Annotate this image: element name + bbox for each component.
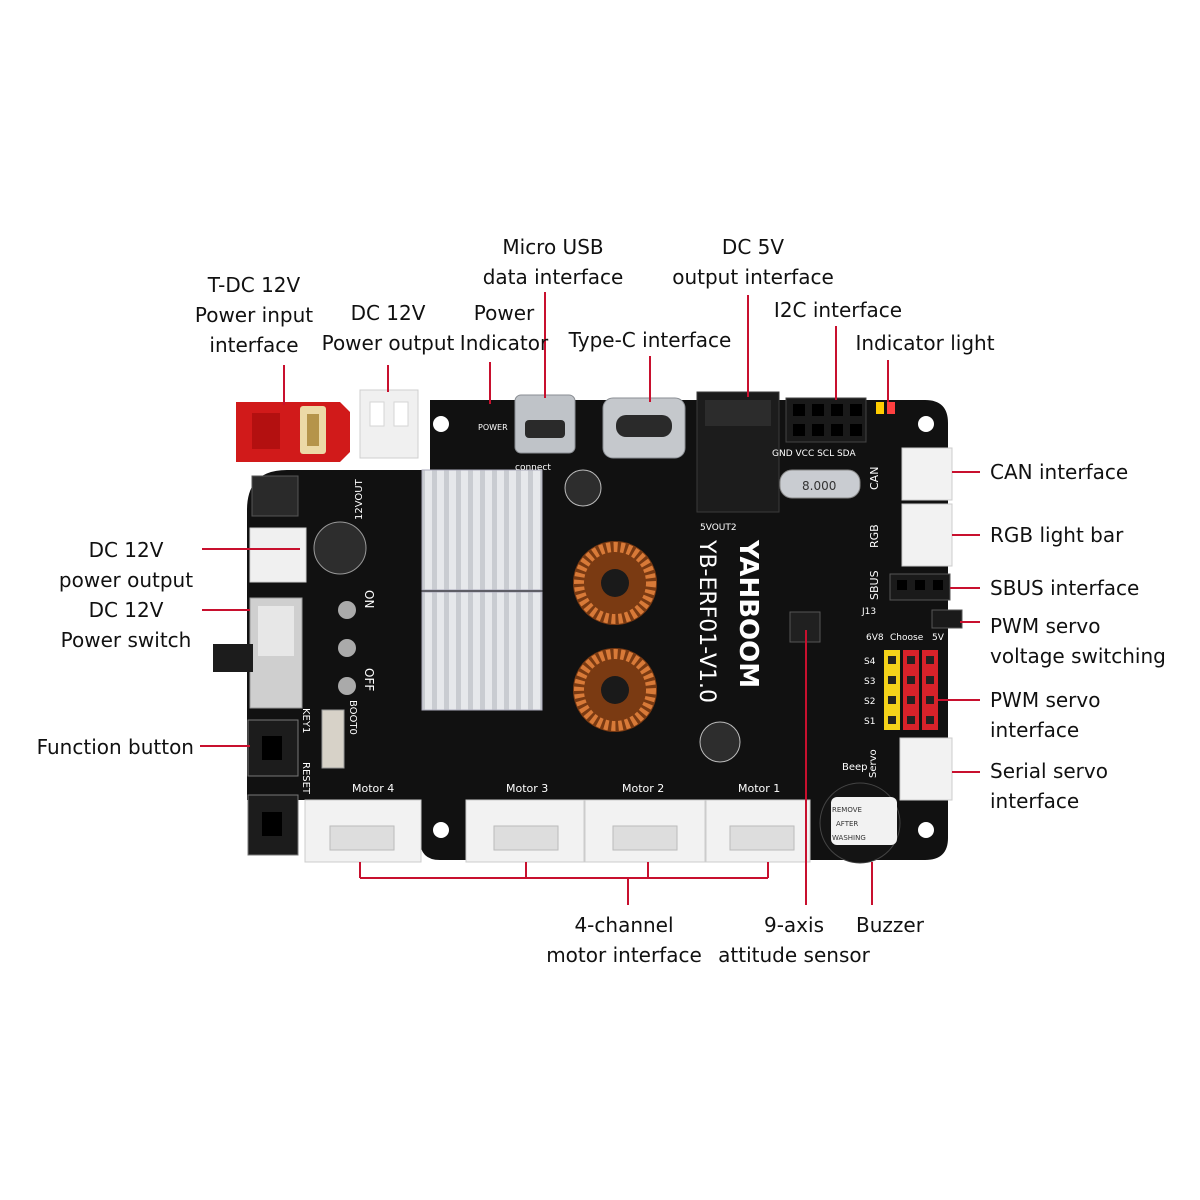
svg-text:5VOUT2: 5VOUT2	[700, 523, 737, 533]
svg-text:YAHBOOM: YAHBOOM	[733, 539, 763, 688]
svg-text:J13: J13	[861, 607, 876, 617]
svg-text:RGB: RGB	[868, 524, 881, 548]
rgb-connector	[901, 503, 953, 567]
svg-text:5V: 5V	[932, 633, 945, 643]
dc12v-top-connector	[359, 389, 419, 459]
svg-text:RESET: RESET	[300, 762, 311, 795]
function-button	[247, 719, 299, 777]
crystal	[779, 469, 861, 499]
callout-buzzer: Buzzer	[856, 913, 924, 937]
callout-i2c: I2C interface	[773, 298, 903, 322]
svg-text:WASHING: WASHING	[832, 834, 866, 842]
callout-serial-servo: Serial servo interface	[990, 759, 1108, 813]
svg-text:12VOUT: 12VOUT	[354, 478, 365, 520]
micro-usb-port	[514, 394, 576, 454]
callout-type-c: Type-C interface	[568, 328, 732, 352]
callout-indicator-light: Indicator light	[855, 331, 995, 355]
type-c-port	[602, 397, 686, 459]
svg-text:8.000: 8.000	[802, 479, 836, 493]
svg-text:KEY1: KEY1	[300, 708, 311, 733]
callout-attitude-sensor: 9-axis attitude sensor	[718, 913, 870, 967]
pwm-servo-headers	[884, 650, 938, 730]
callout-pwm-servo: PWM servo interface	[990, 688, 1101, 742]
mounting-holes	[433, 416, 934, 838]
callout-dc12v-output-top: DC 12V Power output	[321, 301, 455, 355]
sbus-header	[889, 573, 951, 601]
callout-dc5v-output: DC 5V output interface	[672, 235, 834, 289]
callout-rgb: RGB light bar	[990, 523, 1124, 547]
callout-tdc-power-input: T-DC 12V Power input interface	[194, 273, 314, 357]
reset-button	[247, 794, 299, 856]
svg-text:POWER: POWER	[478, 423, 508, 432]
heatsink-lower	[421, 591, 543, 711]
serial-servo-connector	[899, 737, 953, 801]
i2c-header: GND VCC SCL SDA	[772, 397, 867, 459]
can-connector	[901, 447, 953, 501]
svg-text:S2: S2	[864, 697, 875, 707]
svg-text:Motor 1: Motor 1	[738, 782, 780, 795]
svg-text:S3: S3	[864, 677, 875, 687]
callout-power-indicator: Power Indicator	[459, 301, 549, 355]
svg-text:REMOVE: REMOVE	[832, 806, 862, 814]
svg-text:SBUS: SBUS	[868, 570, 881, 600]
svg-text:ON: ON	[362, 590, 376, 608]
callout-sbus: SBUS interface	[990, 576, 1140, 600]
dc12v-left-connector	[249, 527, 307, 583]
svg-text:CAN: CAN	[868, 467, 881, 490]
indicator-leds	[876, 402, 895, 414]
svg-text:OFF: OFF	[362, 668, 376, 691]
svg-text:Motor 2: Motor 2	[622, 782, 664, 795]
svg-text:S4: S4	[864, 657, 876, 667]
svg-text:6V8: 6V8	[866, 633, 884, 643]
svg-text:AFTER: AFTER	[836, 820, 858, 828]
svg-text:Motor 3: Motor 3	[506, 782, 548, 795]
svg-text:connect: connect	[515, 463, 551, 473]
svg-text:Servo: Servo	[868, 749, 879, 778]
xt30-power-connector	[236, 402, 350, 462]
callout-micro-usb: Micro USB data interface	[482, 235, 624, 289]
svg-text:Beep: Beep	[842, 762, 868, 773]
svg-text:S1: S1	[864, 717, 875, 727]
svg-text:BOOT0: BOOT0	[347, 700, 358, 735]
heatsink-upper	[421, 469, 543, 591]
buzzer	[819, 782, 901, 864]
voltage-jumper	[931, 609, 963, 629]
dc-barrel-jack	[696, 391, 780, 513]
svg-text:YB-ERF01-V1.0: YB-ERF01-V1.0	[694, 539, 719, 703]
inductor-lower	[573, 648, 657, 732]
motor-connectors	[304, 799, 811, 863]
inductor-upper	[573, 541, 657, 625]
svg-text:Motor 4: Motor 4	[352, 782, 394, 795]
callout-dc12v-output-left: DC 12V power output	[58, 538, 194, 592]
power-switch	[213, 597, 356, 709]
svg-text:Choose: Choose	[890, 633, 924, 643]
leader-lines	[200, 292, 980, 905]
callout-function-button: Function button	[36, 735, 194, 759]
callout-motor-interface: 4-channel motor interface	[546, 913, 702, 967]
callout-can: CAN interface	[990, 460, 1129, 484]
capacitor	[313, 521, 367, 575]
callout-power-switch: DC 12V Power switch	[60, 598, 192, 652]
callout-pwm-voltage: PWM servo voltage switching	[990, 614, 1166, 668]
svg-text:GND VCC SCL SDA: GND VCC SCL SDA	[772, 449, 856, 459]
